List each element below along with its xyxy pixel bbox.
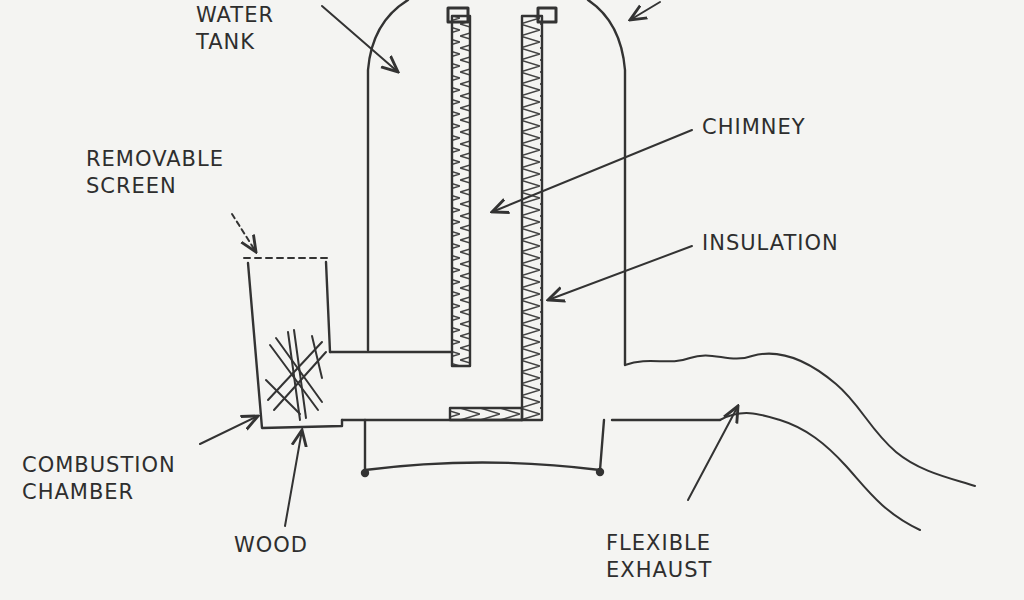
chimney-insulation bbox=[452, 16, 470, 366]
duct-wall bbox=[330, 351, 452, 353]
tank-base bbox=[365, 420, 604, 470]
part-label: COMBUSTION CHAMBER bbox=[22, 452, 258, 506]
foot bbox=[597, 469, 603, 475]
leader-line bbox=[630, 2, 660, 20]
chamber-wall bbox=[248, 263, 342, 428]
chimney-insulation bbox=[522, 16, 542, 420]
chimney-cap bbox=[538, 8, 556, 22]
chimney-cap bbox=[448, 8, 468, 22]
exhaust-wall bbox=[612, 419, 720, 421]
part-label: CHIMNEY bbox=[702, 114, 806, 141]
foot bbox=[362, 470, 368, 476]
part-label: INSULATION bbox=[702, 230, 839, 257]
part-label: WOOD bbox=[234, 532, 308, 559]
wood-sticks bbox=[266, 330, 326, 420]
leader-line bbox=[548, 246, 692, 300]
leader-line bbox=[688, 406, 738, 500]
chamber-wall bbox=[326, 262, 330, 352]
leader-line bbox=[232, 214, 256, 252]
tank-wall bbox=[588, 0, 625, 365]
duct-insulation bbox=[450, 408, 522, 420]
part-label: FLEXIBLE EXHAUST bbox=[606, 530, 796, 584]
leader-line bbox=[200, 416, 258, 444]
leader-line bbox=[492, 130, 692, 212]
leader-line bbox=[285, 430, 302, 526]
removable-screen bbox=[244, 257, 328, 259]
tank-wall bbox=[368, 0, 408, 350]
part-label: WATER TANK bbox=[196, 2, 306, 56]
flexible-exhaust bbox=[720, 413, 920, 530]
flexible-exhaust bbox=[625, 354, 975, 486]
part-label: REMOVABLE SCREEN bbox=[86, 146, 266, 200]
leader-line bbox=[322, 6, 398, 72]
